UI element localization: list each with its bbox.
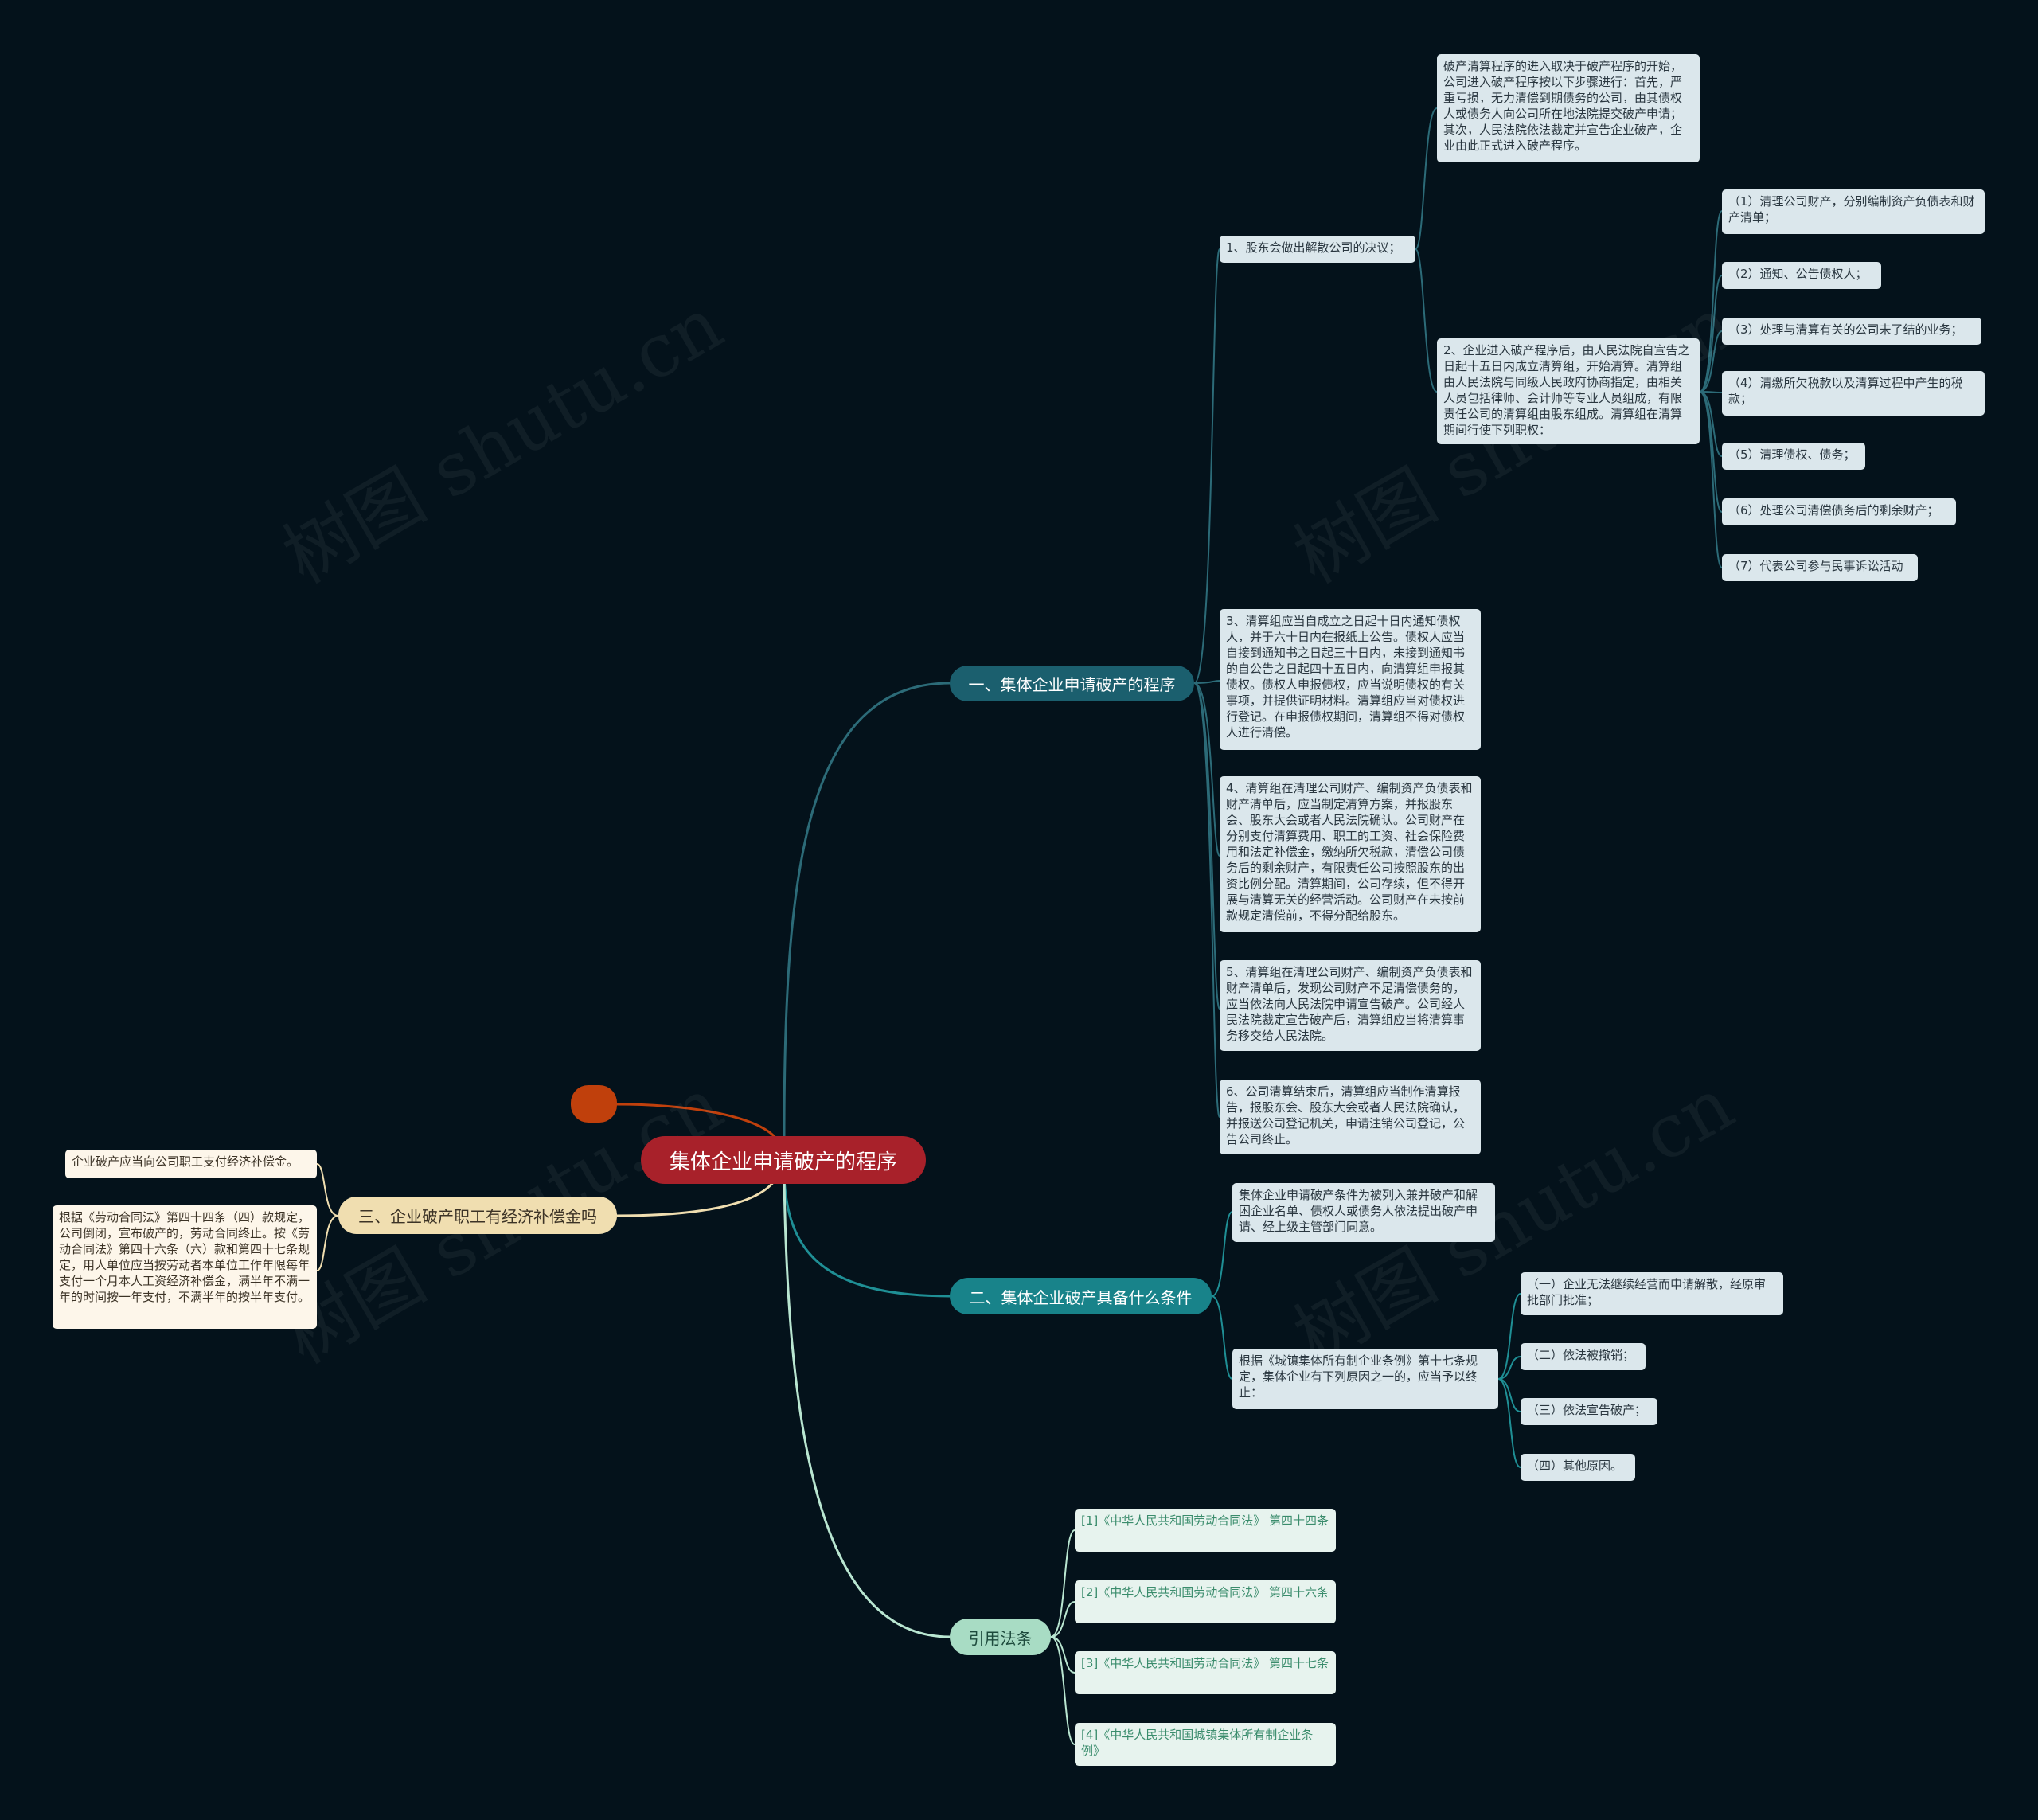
cited-law-2[interactable]: [2]《中华人民共和国劳动合同法》 第四十六条 (1075, 1580, 1336, 1623)
termination-reason-2[interactable]: （二）依法被撤销； (1521, 1343, 1646, 1370)
termination-reason-1[interactable]: （一）企业无法继续经营而申请解散，经原审批部门批准； (1521, 1272, 1783, 1315)
link-root-branch2 (783, 1178, 951, 1298)
branch-procedure[interactable]: 一、集体企业申请破产的程序 (950, 666, 1194, 701)
liquidation-power-6[interactable]: （6）处理公司清偿债务后的剩余财产； (1722, 498, 1956, 525)
cited-law-3[interactable]: [3]《中华人民共和国劳动合同法》 第四十七条 (1075, 1651, 1336, 1694)
cited-law-4[interactable]: [4]《中华人民共和国城镇集体所有制企业条例》 (1075, 1723, 1336, 1766)
compensation-answer[interactable]: 企业破产应当向公司职工支付经济补偿金。 (65, 1150, 317, 1178)
liquidation-power-7[interactable]: （7）代表公司参与民事诉讼活动 (1722, 554, 1918, 581)
link-root-branch1 (783, 682, 951, 1139)
liquidation-power-1[interactable]: （1）清理公司财产，分别编制资产负债表和财产清单； (1722, 189, 1985, 234)
link-root-branch4 (783, 1178, 951, 1638)
branch-compensation[interactable]: 三、企业破产职工有经济补偿金吗 (338, 1197, 617, 1234)
empty-topic-node[interactable] (571, 1085, 617, 1123)
procedure-step-4[interactable]: 4、清算组在清理公司财产、编制资产负债表和财产清单后，应当制定清算方案，并报股东… (1220, 776, 1481, 932)
watermark: 树图 shutu.cn (269, 281, 736, 600)
cited-law-1[interactable]: [1]《中华人民共和国劳动合同法》 第四十四条 (1075, 1509, 1336, 1552)
liquidation-power-4[interactable]: （4）清缴所欠税款以及清算过程中产生的税款； (1722, 371, 1985, 416)
procedure-step-1-detail[interactable]: 破产清算程序的进入取决于破产程序的开始，公司进入破产程序按以下步骤进行：首先，严… (1437, 54, 1700, 162)
termination-reason-3[interactable]: （三）依法宣告破产； (1521, 1398, 1657, 1425)
procedure-step-3[interactable]: 3、清算组应当自成立之日起十日内通知债权人，并于六十日内在报纸上公告。债权人应当… (1220, 609, 1481, 750)
link-root-orphan (616, 1103, 778, 1139)
procedure-step-2[interactable]: 2、企业进入破产程序后，由人民法院自宣告之日起十五日内成立清算组，开始清算。清算… (1437, 338, 1700, 444)
root-topic[interactable]: 集体企业申请破产的程序 (641, 1136, 926, 1184)
compensation-legal-basis[interactable]: 根据《劳动合同法》第四十四条（四）款规定，公司倒闭，宣布破产的，劳动合同终止。按… (53, 1205, 317, 1329)
procedure-step-1[interactable]: 1、股东会做出解散公司的决议； (1220, 236, 1415, 263)
link-root-branch3 (616, 1178, 778, 1217)
procedure-step-6[interactable]: 6、公司清算结束后，清算组应当制作清算报告，报股东会、股东大会或者人民法院确认，… (1220, 1080, 1481, 1154)
liquidation-power-2[interactable]: （2）通知、公告债权人； (1722, 262, 1881, 289)
termination-regulation[interactable]: 根据《城镇集体所有制企业条例》第十七条规定，集体企业有下列原因之一的，应当予以终… (1232, 1349, 1498, 1409)
bankruptcy-conditions[interactable]: 集体企业申请破产条件为被列入兼并破产和解困企业名单、债权人或债务人依法提出破产申… (1232, 1183, 1495, 1242)
branch-cited-laws[interactable]: 引用法条 (950, 1619, 1051, 1655)
procedure-step-5[interactable]: 5、清算组在清理公司财产、编制资产负债表和财产清单后，发现公司财产不足清偿债务的… (1220, 960, 1481, 1051)
liquidation-power-5[interactable]: （5）清理债权、债务； (1722, 443, 1865, 470)
liquidation-power-3[interactable]: （3）处理与清算有关的公司未了结的业务； (1722, 318, 1981, 345)
termination-reason-4[interactable]: （四）其他原因。 (1521, 1454, 1635, 1481)
branch-conditions[interactable]: 二、集体企业破产具备什么条件 (950, 1278, 1212, 1314)
